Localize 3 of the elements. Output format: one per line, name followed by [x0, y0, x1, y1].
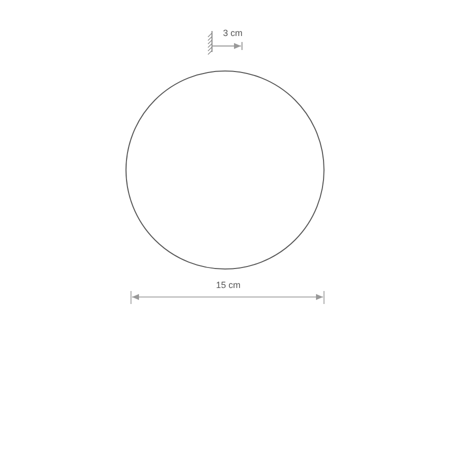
dimension-label: 15 cm: [216, 281, 241, 290]
dimension-label: 3 cm: [223, 29, 243, 38]
round-lamp-outline: [126, 70, 324, 270]
